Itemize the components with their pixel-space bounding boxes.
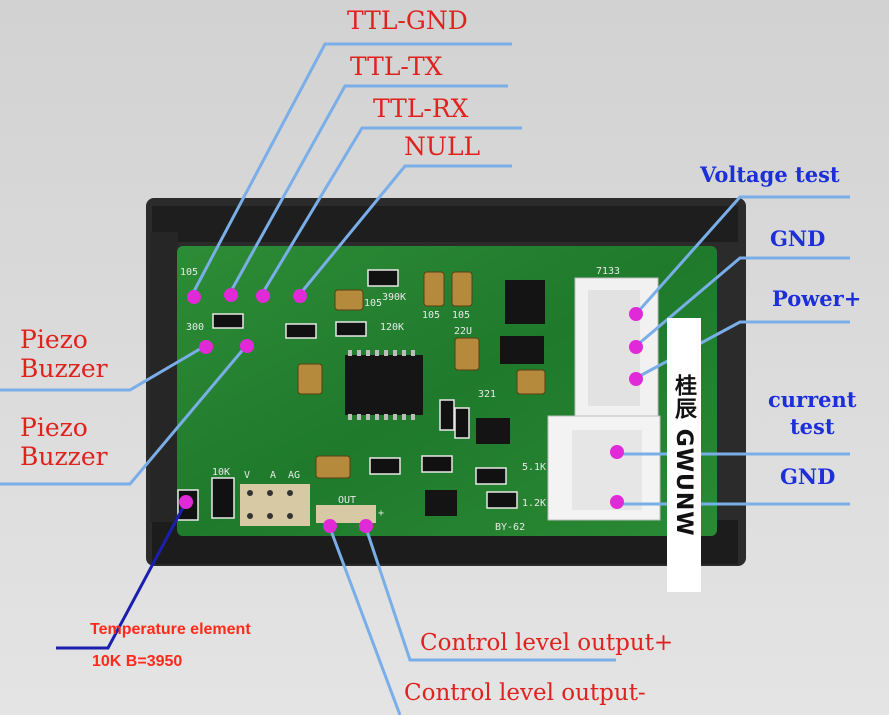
label-ttl-rx: TTL-RX (373, 94, 469, 123)
label-gnd-bottom: GND (780, 464, 836, 489)
svg-text:A: A (270, 470, 276, 481)
svg-text:300: 300 (186, 322, 204, 333)
label-null: NULL (404, 132, 481, 161)
svg-text:105: 105 (452, 310, 470, 321)
svg-text:V: V (244, 470, 250, 481)
svg-text:22U: 22U (454, 326, 472, 337)
regulator-chip (505, 280, 545, 324)
pin-markers (179, 288, 643, 533)
svg-text:+: + (378, 508, 384, 519)
svg-text:OUT: OUT (338, 495, 356, 506)
watermark-text: 桂辰 GWUNW (671, 373, 696, 537)
svg-text:105: 105 (180, 267, 198, 278)
label-gnd-top: GND (770, 226, 826, 251)
label-piezo-buzzer-1: Piezo Buzzer (20, 325, 108, 383)
svg-text:390K: 390K (382, 292, 406, 303)
label-control-plus: Control level output+ (420, 630, 674, 656)
svg-text:7133: 7133 (596, 266, 620, 277)
leader-lines (0, 42, 850, 715)
svg-text:105: 105 (422, 310, 440, 321)
svg-text:AG: AG (288, 470, 300, 481)
svg-text:105: 105 (364, 298, 382, 309)
label-temperature-spec: 10K B=3950 (92, 653, 183, 670)
svg-text:120K: 120K (380, 322, 404, 333)
label-piezo-buzzer-2: Piezo Buzzer (20, 413, 108, 471)
svg-text:10K: 10K (212, 467, 230, 478)
svg-text:1.2K: 1.2K (522, 498, 546, 509)
brand-watermark: 桂辰 GWUNW (667, 318, 701, 592)
label-power-plus: Power+ (772, 286, 862, 311)
label-temperature-element: Temperature element (90, 621, 251, 638)
temp-leader-line (56, 501, 188, 650)
label-ttl-tx: TTL-TX (350, 52, 443, 81)
label-voltage-test: Voltage test (700, 162, 840, 187)
label-control-minus: Control level output- (404, 680, 646, 706)
svg-text:BY-62: BY-62 (495, 522, 525, 533)
label-ttl-gnd: TTL-GND (347, 6, 468, 35)
main-ic (345, 355, 423, 415)
label-current-test: current test (768, 387, 857, 440)
svg-text:5.1K: 5.1K (522, 462, 546, 473)
svg-text:321: 321 (478, 389, 496, 400)
